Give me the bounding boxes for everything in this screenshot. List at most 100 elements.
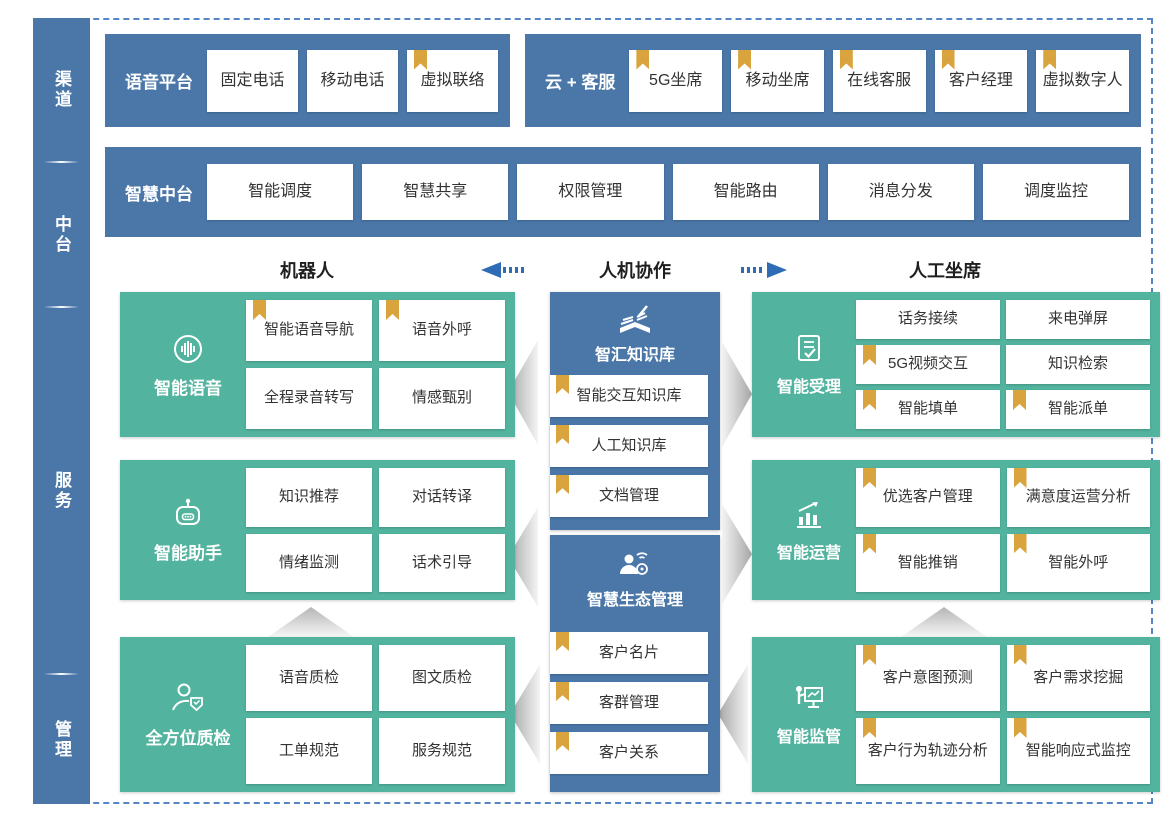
feature-label: 服务规范 xyxy=(411,741,472,759)
agent-column-title: 人工坐席 xyxy=(909,260,981,281)
feature-box[interactable]: 客户意图预测 xyxy=(856,645,1000,711)
bookmark-icon xyxy=(1013,718,1027,738)
block-title: 智汇知识库 xyxy=(594,347,675,364)
diagram-frame: 渠道 中台 服务 管理 语音平台 固定电话移动电话虚拟联络 云 + 客服 5G坐… xyxy=(33,18,1160,804)
block-title: 智能语音 xyxy=(154,378,222,398)
feature-box[interactable]: 权限管理 xyxy=(517,164,664,220)
feature-box[interactable]: 移动电话 xyxy=(307,49,398,112)
feature-box[interactable]: 5G坐席 xyxy=(629,49,723,112)
feature-label: 智能响应式监控 xyxy=(1025,741,1131,759)
feature-box[interactable]: 话术引导 xyxy=(379,533,505,592)
sidebar-divider xyxy=(43,673,80,675)
feature-box[interactable]: 虚拟联络 xyxy=(407,49,498,112)
feature-box[interactable]: 来电弹屏 xyxy=(1006,300,1150,339)
ecosystem-person-icon xyxy=(620,552,648,575)
bookmark-icon xyxy=(636,49,650,70)
feature-box[interactable]: 客户名片 xyxy=(550,632,708,674)
feature-box[interactable]: 智能填单 xyxy=(856,390,1000,429)
voice-platform-items: 固定电话 移动电话 虚拟联络 xyxy=(207,49,498,112)
feature-label: 优选客户管理 xyxy=(882,488,973,505)
chevron-left-icon xyxy=(718,664,748,764)
layer-label-platform: 中台 xyxy=(52,214,71,255)
bookmark-icon xyxy=(863,345,876,365)
feature-box[interactable]: 5G视频交互 xyxy=(856,345,1000,384)
feature-box[interactable]: 图文质检 xyxy=(379,645,505,711)
feature-box[interactable]: 智能路由 xyxy=(672,164,819,220)
bookmark-icon xyxy=(1013,645,1027,665)
feature-box[interactable]: 优选客户管理 xyxy=(856,468,1000,527)
bookmark-icon xyxy=(941,49,955,70)
feature-label: 5G视频交互 xyxy=(887,355,968,373)
smart-platform-items: 智能调度智慧共享 权限管理 智能路由 消息分发调度监控 xyxy=(207,164,1130,220)
feature-box[interactable]: 文档管理 xyxy=(550,475,708,517)
feature-label: 情绪监测 xyxy=(278,553,339,571)
feature-label: 智能外呼 xyxy=(1048,553,1109,571)
feature-box[interactable]: 情感甄别 xyxy=(379,368,505,429)
feature-label: 权限管理 xyxy=(558,183,623,201)
feature-box[interactable]: 智能派单 xyxy=(1006,390,1150,429)
block-items: 客户名片客群管理客户关系 xyxy=(550,632,712,774)
feature-label: 移动电话 xyxy=(320,71,385,89)
feature-label: 移动坐席 xyxy=(745,71,810,89)
feature-label: 智能语音导航 xyxy=(263,321,354,339)
feature-box[interactable]: 客群管理 xyxy=(550,682,708,724)
robot-icon xyxy=(176,498,200,525)
bookmark-icon xyxy=(863,533,876,554)
feature-label: 智能推销 xyxy=(897,553,958,571)
bookmark-icon xyxy=(556,732,569,751)
block-smart-voice: 智能语音 智能语音导航 语音外呼全程录音转写 情感甄别 xyxy=(120,292,515,437)
up-triangle-icon xyxy=(901,607,987,637)
feature-box[interactable]: 调度监控 xyxy=(982,164,1130,220)
feature-box[interactable]: 服务规范 xyxy=(379,718,505,784)
feature-box[interactable]: 人工知识库 xyxy=(550,425,708,467)
feature-box[interactable]: 客户行为轨迹分析 xyxy=(856,718,1000,784)
feature-box[interactable]: 语音质检 xyxy=(246,645,372,711)
arrow-left-icon xyxy=(481,261,527,278)
bookmark-icon xyxy=(386,300,399,320)
feature-box[interactable]: 移动坐席 xyxy=(731,49,824,112)
feature-box[interactable]: 客户关系 xyxy=(550,732,708,774)
chevron-left-icon xyxy=(510,664,540,764)
up-triangle-icon xyxy=(268,607,354,637)
feature-box[interactable]: 智慧共享 xyxy=(362,164,509,220)
feature-box[interactable]: 满意度运营分析 xyxy=(1006,468,1150,527)
feature-box[interactable]: 情绪监测 xyxy=(246,533,372,592)
chevron-right-icon xyxy=(722,504,752,604)
feature-box[interactable]: 工单规范 xyxy=(246,718,372,784)
feature-box[interactable]: 话务接续 xyxy=(856,300,1000,339)
feature-box[interactable]: 客户经理 xyxy=(934,49,1028,112)
feature-label: 全程录音转写 xyxy=(263,389,354,407)
feature-box[interactable]: 全程录音转写 xyxy=(246,368,372,429)
feature-box[interactable]: 智能响应式监控 xyxy=(1006,718,1150,784)
feature-label: 话务接续 xyxy=(897,310,958,328)
bookmark-icon xyxy=(839,49,853,70)
feature-box[interactable]: 客户需求挖掘 xyxy=(1006,645,1150,711)
feature-box[interactable]: 智能交互知识库 xyxy=(550,375,708,417)
feature-box[interactable]: 对话转译 xyxy=(379,468,505,527)
sidebar-divider xyxy=(43,161,80,163)
feature-box[interactable]: 知识推荐 xyxy=(246,468,372,527)
feature-label: 5G坐席 xyxy=(649,71,703,89)
feature-box[interactable]: 智能推销 xyxy=(856,533,1000,592)
feature-box[interactable]: 固定电话 xyxy=(207,49,298,112)
feature-label: 智能派单 xyxy=(1047,400,1108,418)
smart-platform-title: 智慧中台 xyxy=(125,184,193,204)
bookmark-icon xyxy=(863,468,876,488)
chevron-left-icon xyxy=(508,507,538,607)
feature-label: 客群管理 xyxy=(598,693,659,711)
feature-box[interactable]: 语音外呼 xyxy=(379,300,505,361)
block-items: 智能语音导航 语音外呼全程录音转写 情感甄别 xyxy=(246,300,505,429)
bookmark-icon xyxy=(863,718,876,738)
feature-box[interactable]: 在线客服 xyxy=(832,49,926,112)
bookmark-icon xyxy=(1013,533,1027,554)
feature-box[interactable]: 虚拟数字人 xyxy=(1036,49,1129,112)
feature-box[interactable]: 智能语音导航 xyxy=(246,300,372,361)
voice-icon xyxy=(174,334,202,363)
feature-label: 智能路由 xyxy=(713,183,778,201)
feature-box[interactable]: 智能调度 xyxy=(207,164,354,220)
feature-box[interactable]: 知识检索 xyxy=(1006,345,1150,384)
block-items: 优选客户管理 满意度运营分析智能推销 智能外呼 xyxy=(856,468,1150,592)
feature-box[interactable]: 智能外呼 xyxy=(1006,533,1150,592)
feature-box[interactable]: 消息分发 xyxy=(827,164,974,220)
